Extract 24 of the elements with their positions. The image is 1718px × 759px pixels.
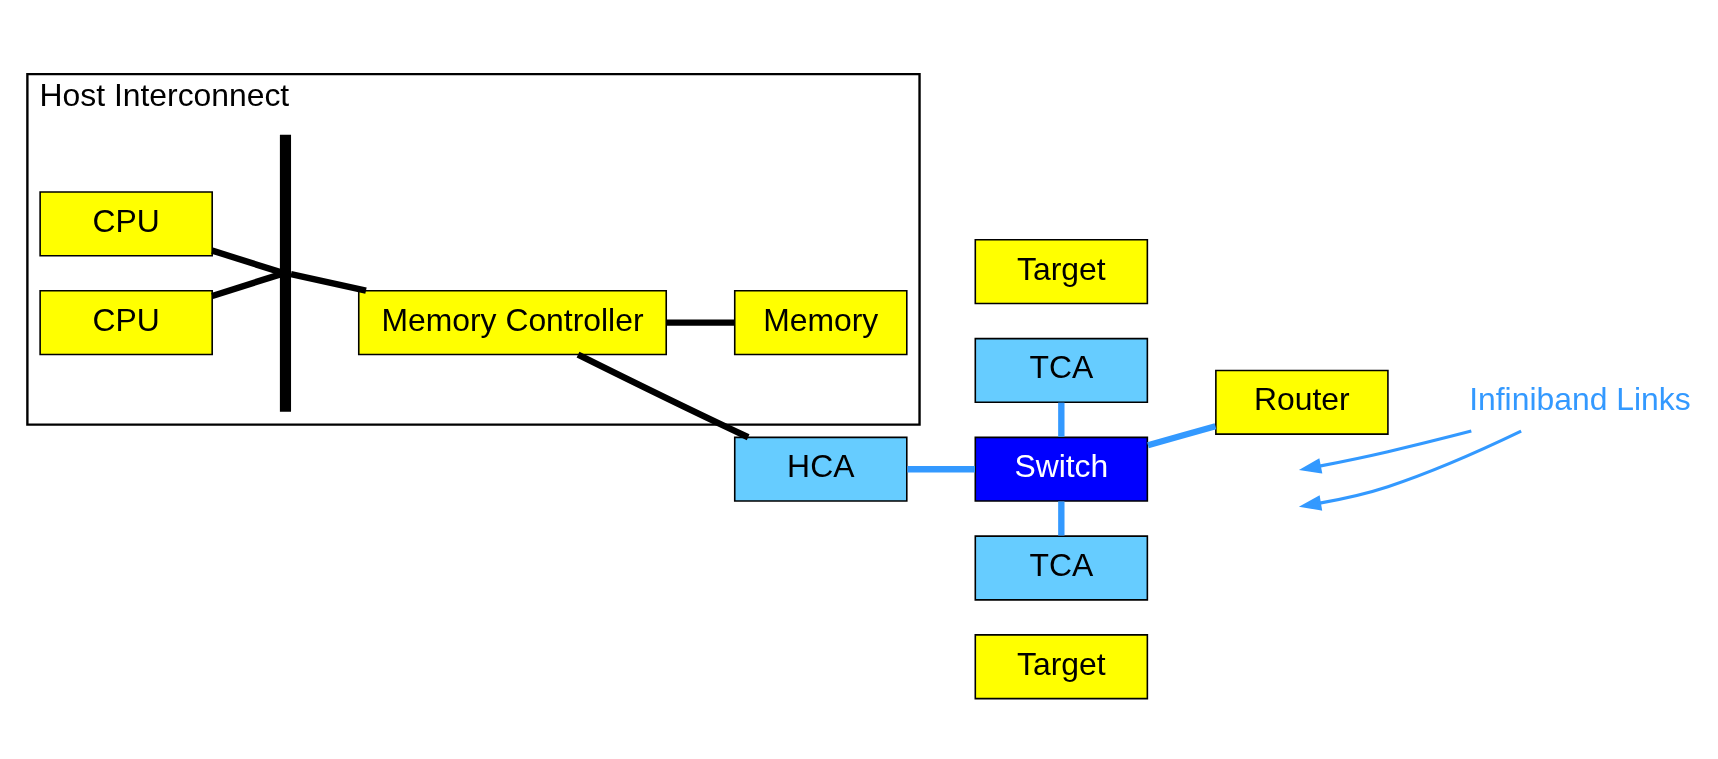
node-box: TCA — [974, 337, 1149, 403]
node-box: Target — [974, 633, 1149, 699]
arrow — [1298, 429, 1522, 511]
arrow — [1298, 429, 1472, 474]
node-box: Target — [974, 238, 1149, 304]
node-text: Infiniband Links — [1469, 380, 1691, 417]
node-box: Memory Controller — [357, 289, 668, 355]
connector — [907, 465, 975, 472]
connector — [211, 247, 282, 275]
node-box: CPU — [39, 289, 213, 355]
connector — [1058, 500, 1065, 536]
node-bar — [279, 134, 292, 412]
connector — [1058, 402, 1065, 437]
node-box: Router — [1215, 369, 1389, 435]
connector — [1147, 422, 1217, 448]
node-box: Switch — [974, 436, 1149, 502]
node-box: CPU — [39, 190, 213, 257]
node-box: HCA — [733, 436, 908, 502]
connector — [290, 270, 367, 294]
node-box: Memory — [733, 289, 908, 355]
connector — [576, 351, 750, 440]
connector — [666, 318, 735, 326]
node-box: TCA — [974, 534, 1149, 601]
connector — [211, 270, 282, 299]
